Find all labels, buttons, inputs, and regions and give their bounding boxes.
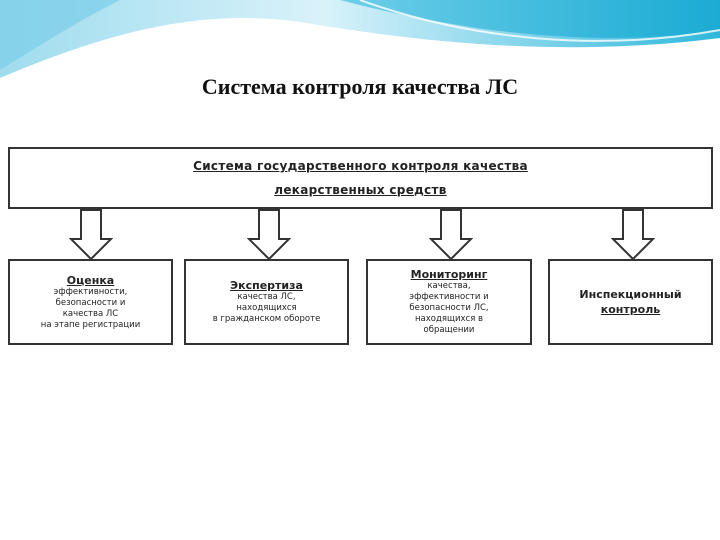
main-system-box: Система государственного контроля качест… [8,147,713,209]
branch-box-inspection: Инспекционный контроль [548,259,713,345]
branch-title: Мониторинг [410,268,488,281]
branch-box-evaluation: Оценка эффективности, безопасности и кач… [8,259,173,345]
branch-title: Экспертиза [230,279,303,292]
branch-line: в гражданском обороте [212,314,321,324]
arrow-down-icon [247,209,291,260]
header-wave-decoration [0,0,720,82]
branch-title: Оценка [66,273,115,287]
arrow-down-icon [429,209,473,260]
branch-line: эффективности и [409,292,489,302]
branch-line: качества, [427,281,471,291]
arrow-down-icon [69,209,113,260]
branch-line: безопасности и [55,297,126,308]
branch-line: на этапе регистрации [40,319,141,330]
slide-title: Система контроля качества ЛС [201,74,519,99]
branch-line: обращении [423,325,475,335]
main-system-line-1: Система государственного контроля качест… [193,159,528,173]
branch-line: эффективности, [53,286,128,297]
branch-title: контроль [600,303,661,316]
branch-title: Инспекционный [579,288,682,301]
branch-line: находящихся [236,303,297,313]
arrow-down-icon [611,209,655,260]
branch-line: качества ЛС [62,308,119,319]
branch-line: безопасности ЛС, [409,303,489,313]
branch-box-expertise: Экспертиза качества ЛС, находящихся в гр… [184,259,349,345]
branch-line: находящихся в [414,314,484,324]
branch-line: качества ЛС, [237,292,296,302]
main-system-line-2: лекарственных средств [274,183,447,197]
branch-box-monitoring: Мониторинг качества, эффективности и без… [366,259,532,345]
